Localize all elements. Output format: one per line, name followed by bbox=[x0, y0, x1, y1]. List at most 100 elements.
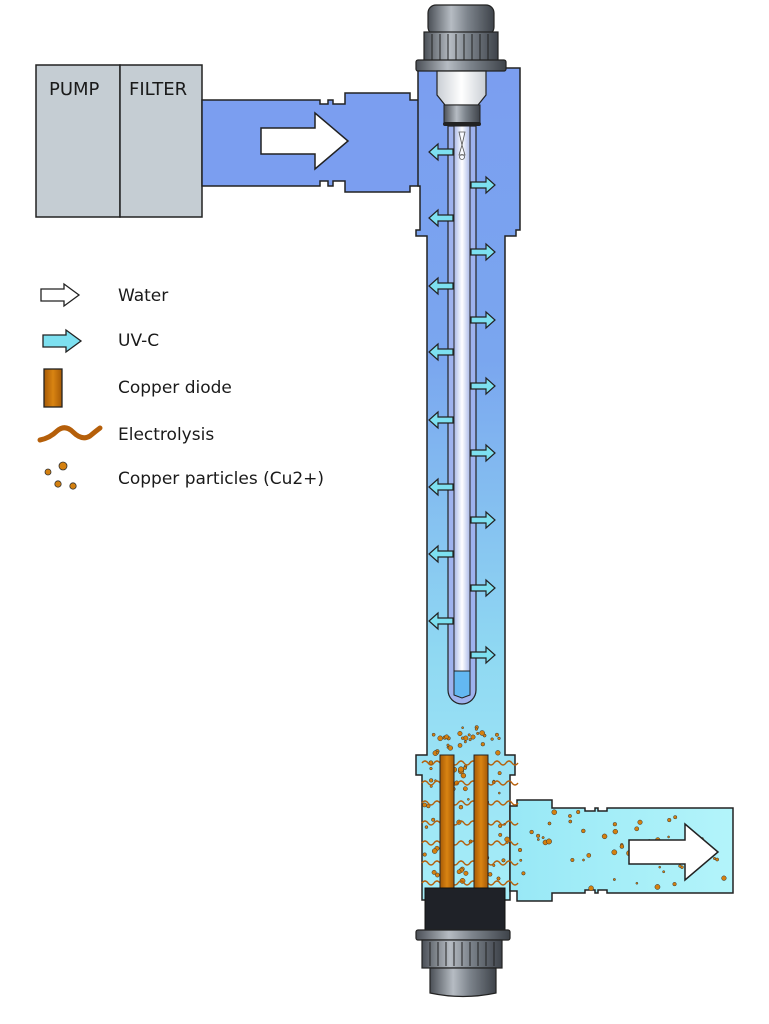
copper-particle bbox=[460, 736, 465, 740]
copper-particle bbox=[678, 864, 682, 868]
copper-particle bbox=[457, 766, 464, 773]
copper-particle bbox=[435, 872, 440, 878]
copper-particle bbox=[431, 848, 438, 854]
copper-particle bbox=[658, 865, 662, 869]
legend-label-water: Water bbox=[118, 286, 168, 306]
copper-particle bbox=[497, 736, 501, 740]
copper-electrode-2 bbox=[473, 754, 489, 891]
copper-particle bbox=[490, 737, 494, 741]
copper-particle bbox=[634, 826, 640, 832]
copper-particle bbox=[576, 809, 581, 815]
copper-particle bbox=[497, 771, 502, 776]
copper-particle bbox=[637, 819, 643, 825]
uvc-arrow bbox=[428, 544, 454, 564]
filter-label: FILTER bbox=[129, 79, 187, 100]
copper-diode-icon bbox=[43, 368, 63, 408]
copper-particle bbox=[467, 733, 471, 737]
copper-particle bbox=[551, 809, 558, 815]
legend-item-uvc: UV-C bbox=[42, 328, 159, 354]
copper-particle bbox=[667, 817, 672, 823]
uv-lamp-head bbox=[436, 70, 487, 126]
copper-particle bbox=[546, 838, 552, 845]
copper-particle bbox=[568, 814, 572, 818]
legend-item-electrolysis: Electrolysis bbox=[37, 425, 214, 445]
copper-particle bbox=[461, 726, 464, 730]
copper-particle bbox=[422, 852, 427, 857]
copper-particle bbox=[517, 847, 523, 853]
copper-particle bbox=[672, 882, 677, 887]
inlet-flow-arrow bbox=[260, 111, 350, 171]
copper-particle bbox=[673, 815, 678, 820]
copper-particle bbox=[568, 819, 573, 824]
copper-particle bbox=[498, 824, 503, 829]
outlet-flow-arrow bbox=[628, 822, 720, 882]
copper-particle bbox=[496, 876, 501, 881]
uvc-arrow bbox=[470, 443, 496, 463]
copper-particle bbox=[460, 772, 467, 779]
copper-particle bbox=[601, 833, 608, 840]
electrolysis-wave bbox=[421, 760, 519, 766]
copper-particle bbox=[429, 778, 434, 783]
copper-particle bbox=[586, 853, 592, 858]
copper-particle bbox=[437, 735, 443, 742]
copper-particle bbox=[495, 732, 499, 737]
filter-box bbox=[119, 64, 203, 218]
copper-particle bbox=[447, 745, 454, 751]
pump-filter-unit: PUMP FILTER bbox=[35, 64, 203, 218]
uvc-arrow bbox=[470, 510, 496, 530]
legend-item-copper-particles: Copper particles (Cu2+) bbox=[44, 461, 324, 490]
copper-particle bbox=[582, 858, 585, 862]
bottom-cap bbox=[415, 929, 511, 998]
copper-particle bbox=[431, 732, 436, 737]
electrolysis-wave bbox=[421, 800, 519, 806]
legend: Water UV-C Copper diode Electrolysis Cop… bbox=[37, 282, 324, 490]
copper-particle bbox=[422, 802, 427, 808]
uvc-arrow-icon bbox=[42, 328, 83, 354]
copper-particle bbox=[444, 734, 449, 740]
copper-particle bbox=[529, 829, 534, 835]
copper-particle bbox=[721, 875, 727, 881]
uvc-arrow bbox=[428, 477, 454, 497]
copper-particle bbox=[480, 742, 485, 747]
copper-particle bbox=[457, 743, 463, 748]
electrolysis-wave bbox=[421, 840, 519, 846]
copper-particle bbox=[521, 871, 526, 876]
uv-lamp bbox=[447, 125, 477, 705]
copper-particle bbox=[547, 821, 552, 826]
copper-particle bbox=[713, 856, 717, 860]
copper-particle bbox=[612, 878, 616, 881]
copper-particle bbox=[487, 872, 493, 877]
copper-particle bbox=[476, 731, 480, 735]
legend-item-copper-diode: Copper diode bbox=[43, 368, 232, 408]
copper-particle bbox=[536, 833, 541, 838]
copper-particle bbox=[457, 731, 463, 737]
uvc-arrow bbox=[470, 578, 496, 598]
uvc-arrow bbox=[470, 645, 496, 665]
electrolysis-wave bbox=[421, 860, 519, 866]
top-cap bbox=[415, 4, 507, 72]
copper-particle bbox=[462, 786, 468, 792]
pump-label: PUMP bbox=[49, 79, 100, 100]
copper-particle bbox=[619, 844, 625, 849]
uvc-arrow bbox=[428, 342, 454, 362]
copper-particle bbox=[541, 836, 545, 840]
copper-particle bbox=[612, 822, 617, 827]
electrolysis-waves bbox=[421, 760, 519, 886]
uvc-arrow bbox=[428, 142, 454, 162]
uvc-arrow bbox=[470, 310, 496, 330]
copper-particle bbox=[435, 751, 440, 755]
copper-particle bbox=[431, 817, 436, 822]
copper-particle bbox=[635, 881, 639, 885]
copper-particle bbox=[519, 858, 523, 862]
copper-particle bbox=[497, 791, 501, 795]
copper-particle bbox=[611, 849, 618, 856]
uvc-arrow bbox=[470, 376, 496, 396]
copper-electrode-1 bbox=[439, 754, 455, 891]
copper-particle bbox=[495, 750, 501, 756]
copper-particle bbox=[463, 870, 469, 876]
copper-particle bbox=[654, 884, 661, 890]
copper-particle bbox=[429, 766, 433, 771]
copper-particle bbox=[474, 727, 479, 731]
uvc-arrow bbox=[428, 410, 454, 430]
